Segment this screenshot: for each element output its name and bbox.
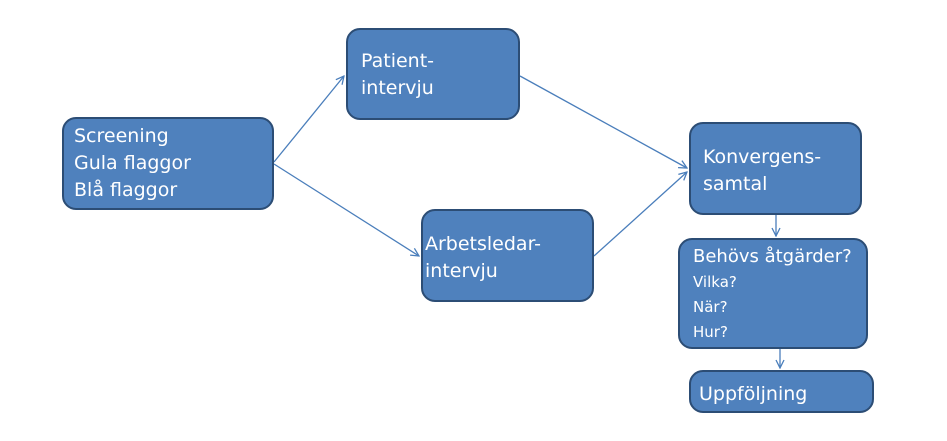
arrow-screening-to-arbetsledare	[273, 163, 419, 256]
konvergenssamtal-box: Konvergens- samtal	[689, 122, 862, 215]
behovs-line-3: När?	[693, 298, 728, 316]
konvergens-line-2: samtal	[703, 173, 768, 195]
patient-intervju-box: Patient- intervju	[346, 28, 520, 120]
uppfoljning-line-1: Uppföljning	[699, 383, 808, 405]
arbetsledare-line-2: intervju	[425, 260, 498, 282]
screening-line-3: Blå flaggor	[74, 179, 178, 201]
screening-line-2: Gula flaggor	[74, 152, 191, 174]
behovs-line-1: Behövs åtgärder?	[693, 246, 852, 267]
arrow-arbetsledare-to-konvergens	[593, 172, 687, 257]
arbetsledare-line-1: Arbetsledar-	[425, 233, 542, 255]
arrow-screening-to-patient	[273, 76, 344, 163]
screening-line-1: Screening	[74, 125, 169, 147]
behovs-atgarder-box: Behövs åtgärder? Vilka? När? Hur?	[678, 238, 868, 349]
konvergens-line-1: Konvergens-	[703, 146, 822, 168]
behovs-line-4: Hur?	[693, 323, 728, 341]
patient-line-1: Patient-	[361, 50, 435, 72]
uppfoljning-box: Uppföljning	[689, 370, 874, 413]
arrow-patient-to-konvergens	[519, 75, 687, 168]
patient-line-2: intervju	[361, 77, 434, 99]
arbetsledar-intervju-box: Arbetsledar- intervju	[421, 209, 594, 302]
behovs-line-2: Vilka?	[693, 273, 737, 291]
screening-box: Screening Gula flaggor Blå flaggor	[62, 117, 274, 210]
